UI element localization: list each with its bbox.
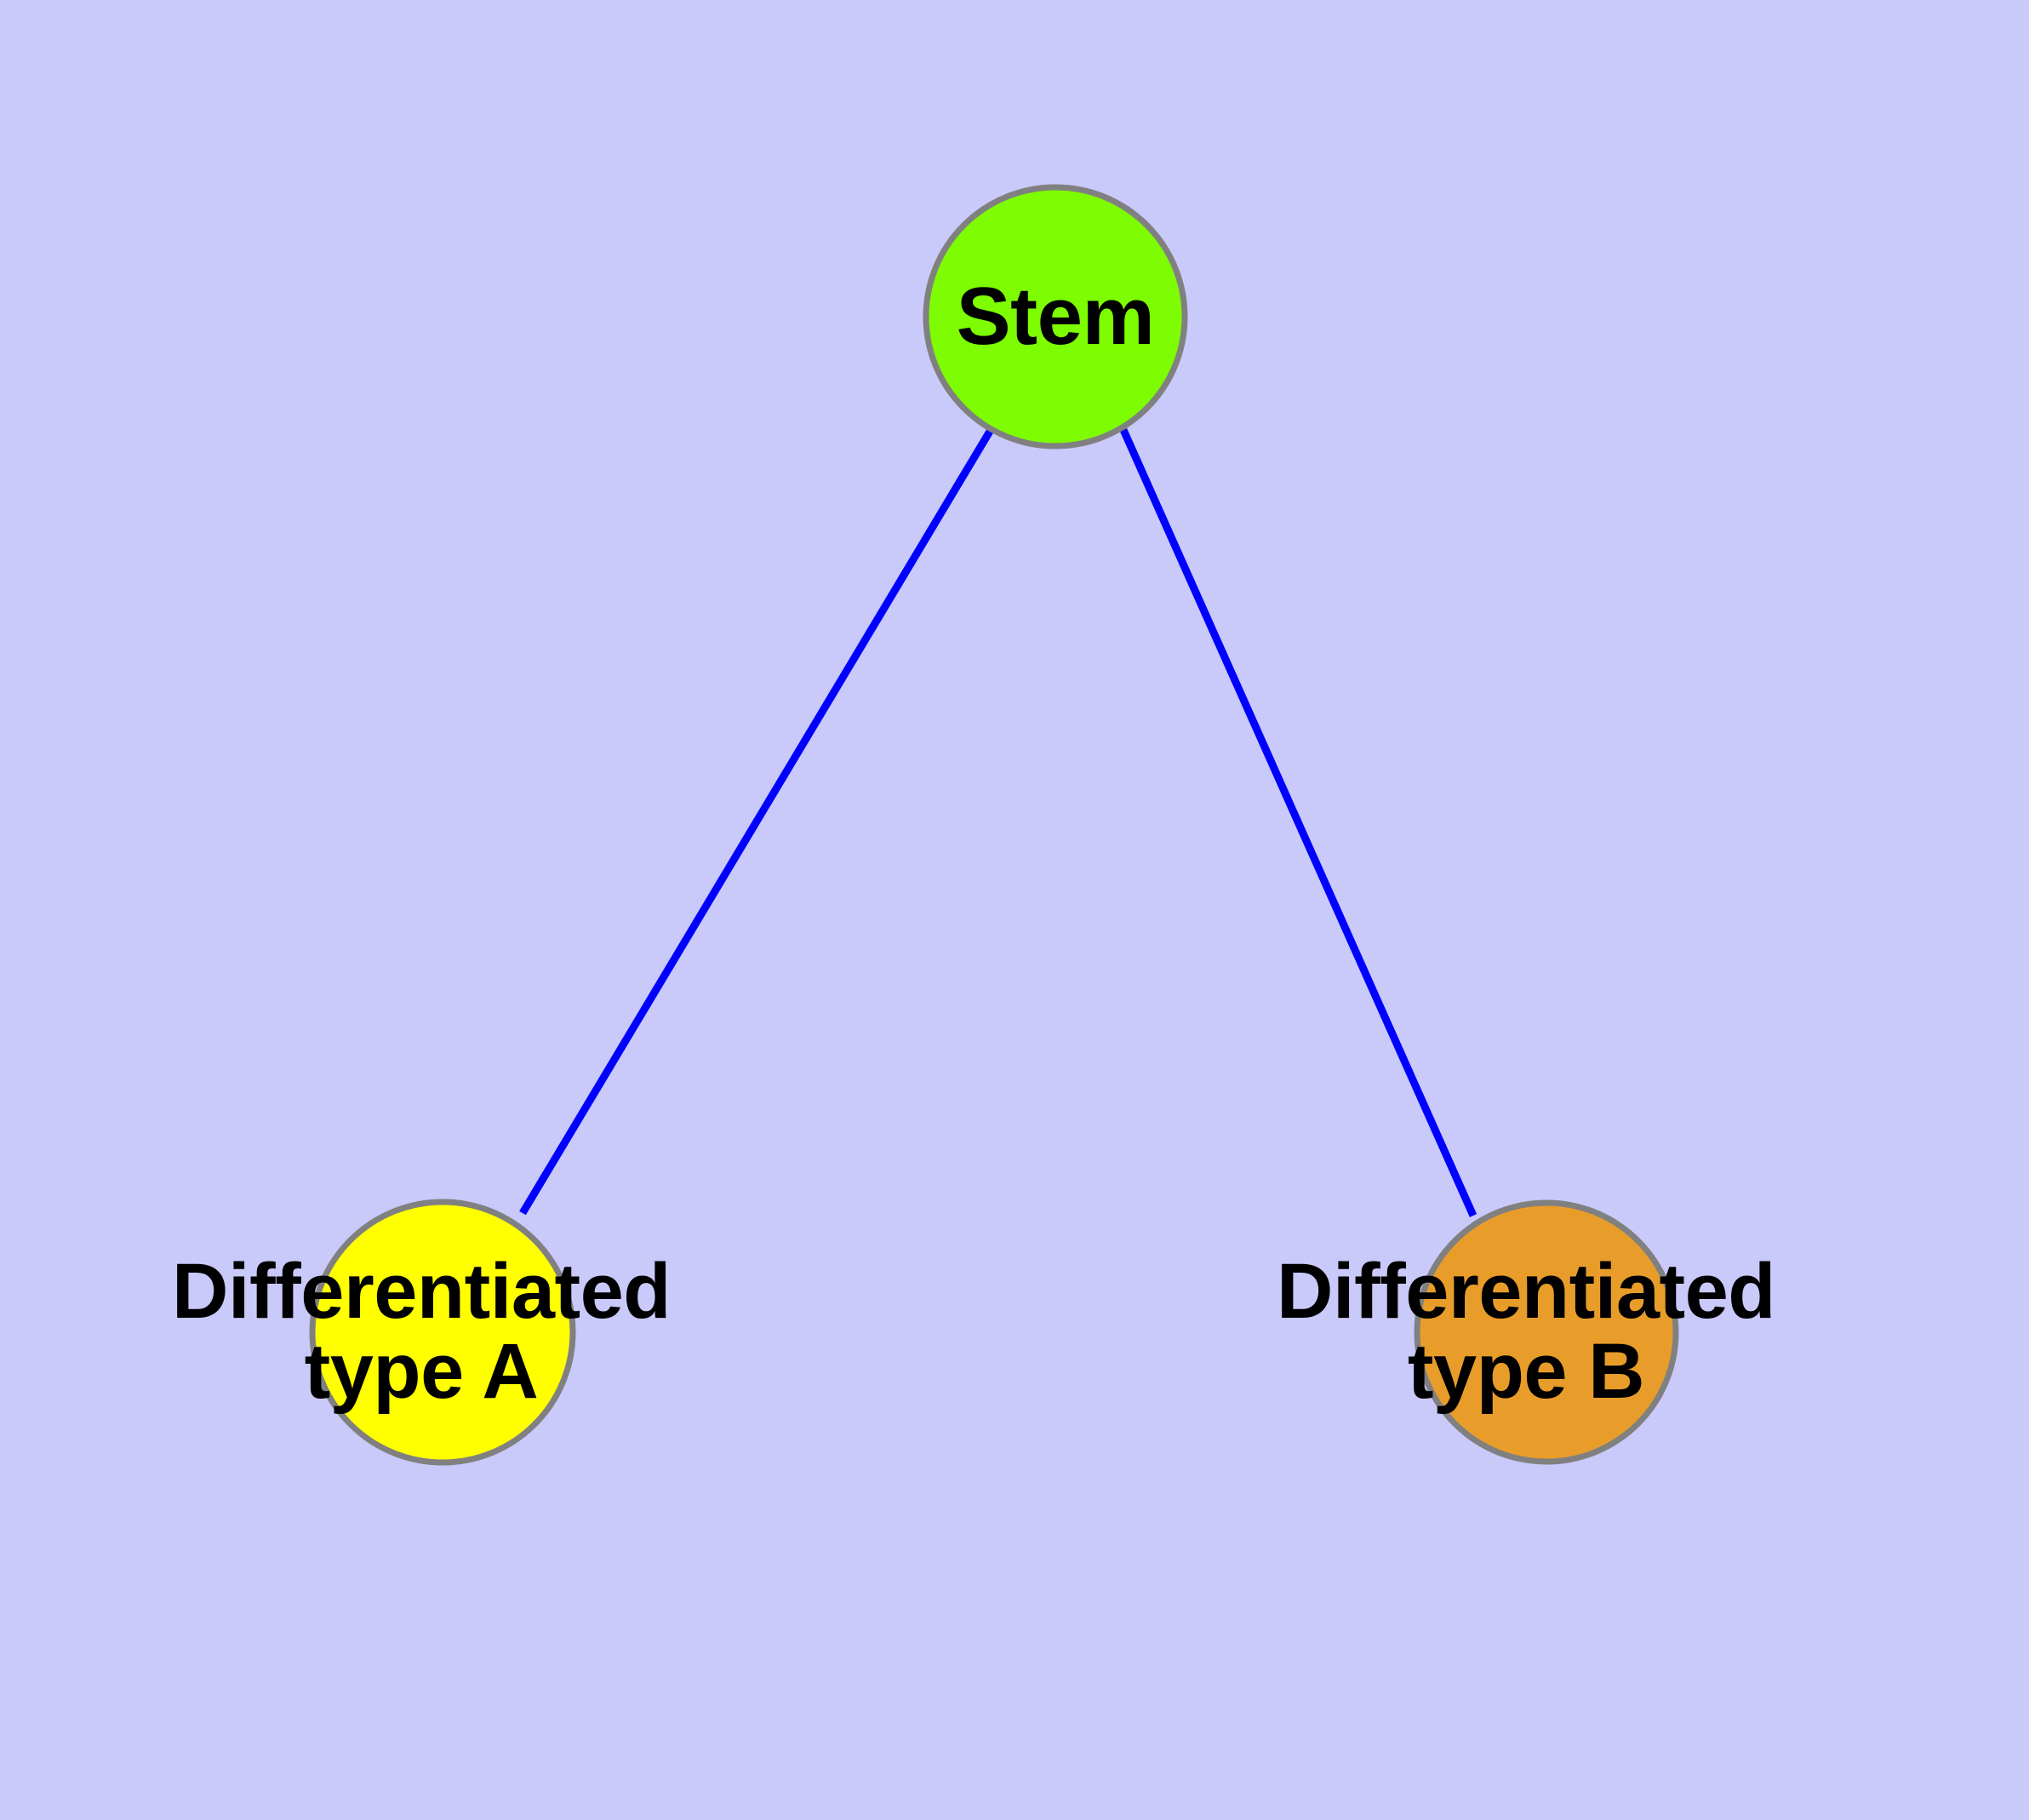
graph-edge — [519, 427, 994, 1216]
nodes-layer — [309, 184, 1679, 1466]
edges-layer — [519, 427, 1477, 1217]
graph-node-diff_b[interactable] — [1414, 1199, 1679, 1465]
graph-node-stem[interactable] — [923, 184, 1188, 449]
graph-edge — [1119, 428, 1477, 1217]
graph-node-diff_a[interactable] — [309, 1199, 576, 1466]
